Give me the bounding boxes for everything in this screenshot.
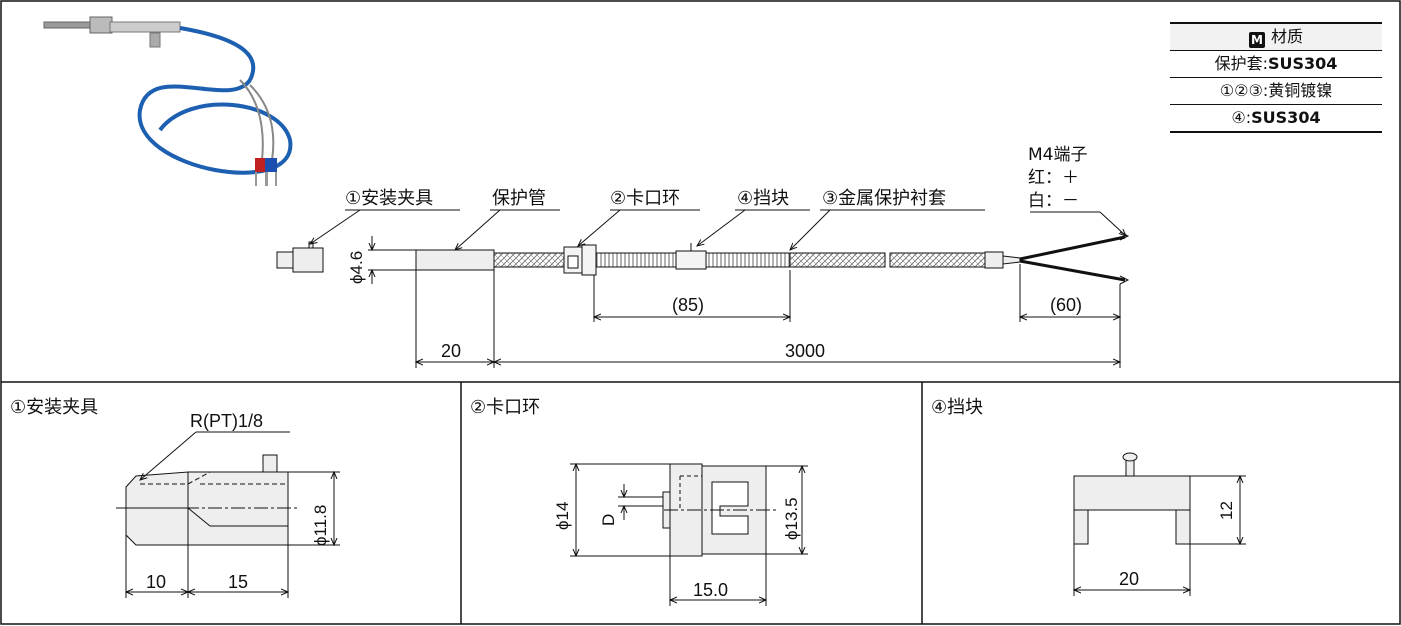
- callout-tube: 保护管: [492, 188, 546, 209]
- dim-85: (85): [672, 295, 704, 315]
- material-row-sleeve: 保护套:SUS304: [1170, 50, 1382, 77]
- callout-sleeve: ③金属保护衬套: [822, 188, 946, 209]
- material-row-parts: ①②③:黄铜镀镍: [1170, 77, 1382, 104]
- fixture-dimensions: [126, 431, 340, 598]
- material-row3-label: ④:: [1231, 108, 1252, 127]
- material-row1-value: SUS304: [1267, 54, 1338, 73]
- detail1-thread: R(PT)1/8: [190, 411, 263, 431]
- material-row-stopper: ④:SUS304: [1170, 104, 1382, 131]
- stopper-drawing: [1073, 452, 1191, 545]
- detail2-dim-dia14: ϕ14: [553, 502, 572, 530]
- material-header: M 材质: [1170, 24, 1382, 50]
- material-header-label: 材质: [1270, 27, 1303, 46]
- callout-stopper: ④挡块: [737, 188, 789, 209]
- callout-ring: ②卡口环: [610, 188, 680, 209]
- overview-dimensions: [368, 236, 1120, 368]
- detail4-title: ④挡块: [931, 397, 983, 418]
- overview-drawing: [276, 231, 1130, 285]
- stopper-dimensions: [1074, 476, 1246, 596]
- material-row2-label: ①②③:黄铜镀镍: [1219, 81, 1333, 100]
- detail2-dim-15: 15.0: [693, 580, 728, 600]
- terminal-white: 白：－: [1028, 191, 1079, 211]
- detail1-dim-10: 10: [146, 572, 166, 592]
- dim-20: 20: [441, 341, 461, 361]
- ring-drawing: [662, 463, 776, 557]
- dim-60: (60): [1050, 295, 1082, 315]
- dim-dia-4-6: ϕ4.6: [347, 251, 366, 284]
- callout-fixture: ①安装夹具: [345, 188, 433, 209]
- detail1-title: ①安装夹具: [10, 397, 98, 418]
- terminal-spec: M4端子: [1028, 145, 1087, 165]
- product-photo: [43, 16, 293, 186]
- detail1-dim-15: 15: [228, 572, 248, 592]
- terminal-red: 红：＋: [1028, 168, 1079, 188]
- detail4-dim-20: 20: [1119, 569, 1139, 589]
- detail2-dim-dia135: ϕ13.5: [782, 497, 801, 540]
- detail2-dim-d: D: [599, 514, 618, 526]
- fixture-drawing: [116, 454, 300, 546]
- detail1-dim-dia: ϕ11.8: [311, 505, 330, 546]
- ring-dimensions: [570, 464, 808, 606]
- detail2-title: ②卡口环: [470, 397, 540, 418]
- material-row3-value: SUS304: [1251, 108, 1321, 127]
- material-row1-label: 保护套:: [1214, 54, 1268, 73]
- overview-leaders: [310, 209, 1126, 250]
- detail4-dim-12: 12: [1217, 501, 1236, 520]
- material-badge: M: [1248, 32, 1265, 48]
- dim-3000: 3000: [785, 341, 825, 361]
